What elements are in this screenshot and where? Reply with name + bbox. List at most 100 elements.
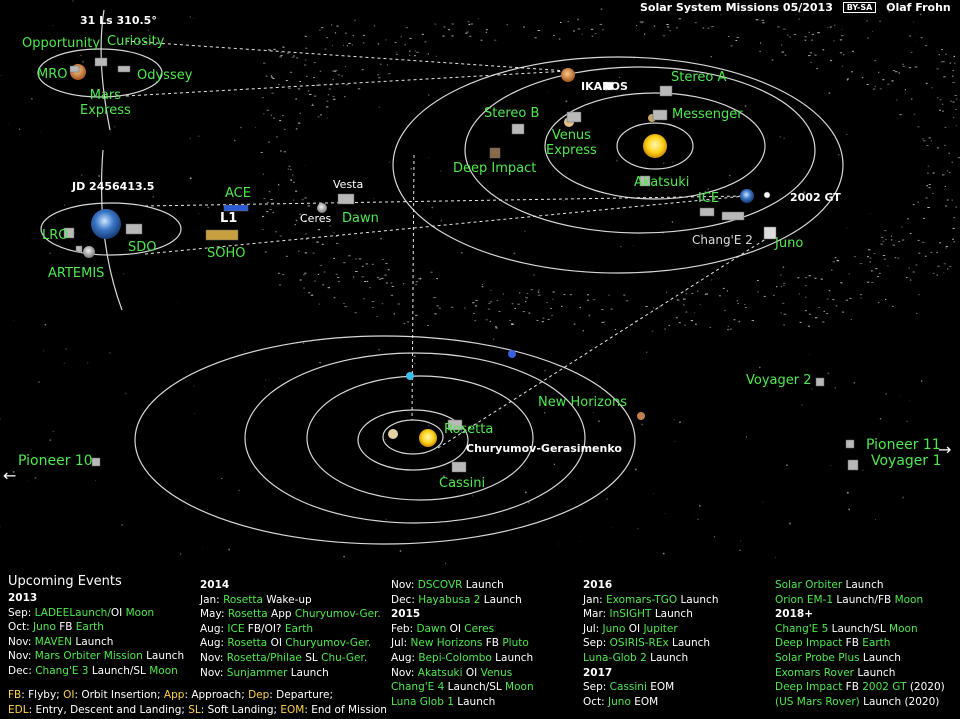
asteroid [939,242,942,244]
asteroid [594,33,597,35]
event-detail: Chu-Ger. [321,651,368,664]
star [919,13,922,16]
asteroid [292,181,295,183]
asteroid [882,79,885,81]
star [739,540,742,542]
asteroid [848,273,850,275]
event-detail: Launch [480,593,522,606]
asteroid [902,65,905,67]
asteroid [709,326,711,328]
asteroid [400,36,402,38]
mars-ls-label: 31 Ls 310.5° [80,14,157,27]
asteroid [303,287,305,289]
event-year-heading: 2014 [200,579,230,591]
star [906,420,908,423]
asteroid [290,169,292,171]
asteroid [291,174,294,176]
asteroid [321,243,324,245]
asteroid [942,174,945,176]
asteroid [291,56,294,58]
legend-definition: : Approach; [184,689,249,701]
asteroid [601,321,604,323]
event-mission: DSCOVR [417,579,463,591]
asteroid [945,247,947,249]
asteroid [685,311,688,313]
event-detail: Moon [891,593,924,606]
asteroid [509,319,512,321]
star [233,139,236,142]
asteroid [320,221,324,223]
asteroid [404,44,406,46]
legend-definition: : Departure; [269,689,333,701]
asteroid [866,84,869,85]
earth-icon [91,209,121,239]
asteroid [407,321,409,323]
asteroid [466,31,469,33]
star [414,362,416,364]
asteroid [859,263,863,265]
asteroid [892,305,894,307]
asteroid [667,26,670,28]
asteroid [873,253,876,254]
asteroid [307,205,310,207]
legend-abbreviation: App [163,689,185,701]
asteroid [826,298,829,300]
event-row: Solar Probe Plus Launch [775,651,945,666]
asteroid [309,93,312,95]
asteroid [320,114,322,116]
asteroid [273,48,276,50]
event-detail: FB [877,593,892,606]
asteroid [798,293,801,295]
asteroid [760,42,762,44]
star [121,524,123,526]
star [841,28,843,30]
asteroid [662,35,666,37]
asteroid [465,32,468,34]
2002gt-icon [763,191,771,199]
star [194,413,196,414]
legend-definition: : Flyby; [21,689,64,701]
new-horizons-label: New Horizons [538,395,627,410]
star [38,381,41,384]
event-row: Nov: Sunjammer Launch [200,666,381,681]
asteroid [897,257,900,259]
asteroid [498,311,501,312]
asteroid [890,235,892,237]
asteroid [354,312,357,314]
asteroid [783,313,787,315]
asteroid [384,274,387,276]
asteroid [272,78,275,79]
asteroid [783,28,786,30]
star [885,461,886,463]
star [770,97,771,99]
asteroid [705,293,709,295]
asteroid [952,227,955,229]
asteroid [797,277,800,279]
star [580,540,582,542]
event-detail: Wake-up [262,593,312,606]
asteroid [316,241,319,243]
mro-label: MRO [37,67,68,82]
asteroid [366,280,369,282]
asteroid [406,27,408,29]
asteroid [299,81,301,82]
asteroid [914,66,918,68]
asteroid [928,184,931,185]
asteroid [506,24,508,26]
asteroid [380,63,382,65]
star [811,388,813,390]
asteroid [826,313,829,315]
asteroid [926,185,928,187]
event-mission: Sunjammer [226,666,288,679]
asteroid [799,321,802,323]
ice-label: ICE [698,191,720,206]
asteroid [917,126,920,128]
star [440,170,442,172]
asteroid [882,240,885,242]
asteroid [363,298,365,300]
event-detail: Ceres [464,622,495,635]
asteroid [866,281,870,283]
ceres-label: Ceres [300,212,332,225]
asteroid [346,45,348,47]
